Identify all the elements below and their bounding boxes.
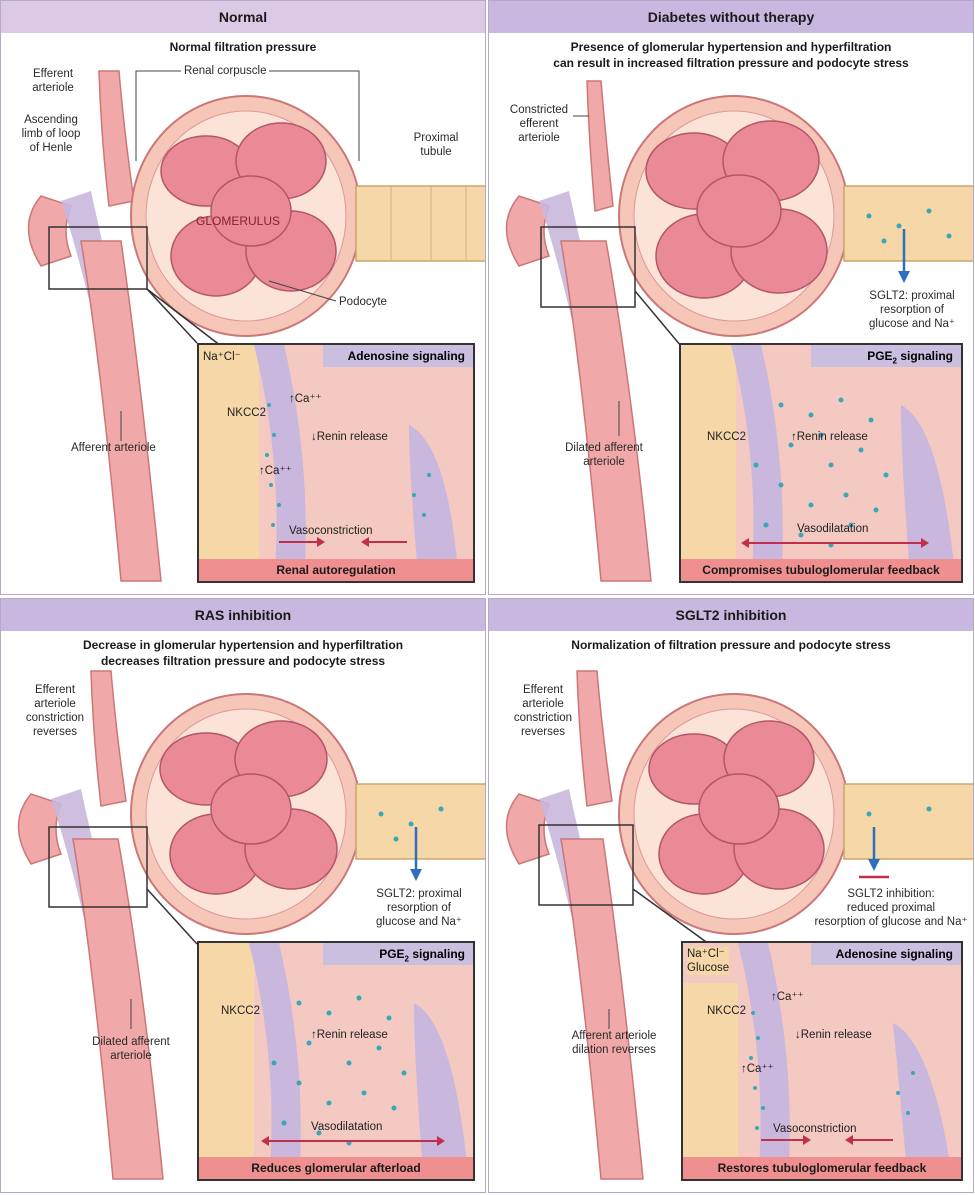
- header-rest: signaling: [408, 947, 465, 961]
- inset-header: PGE2 signaling: [811, 345, 961, 367]
- panel-subtitle: Decrease in glomerular hypertension and …: [1, 637, 485, 669]
- label-afferent: Afferent arteriole dilation reverses: [571, 1030, 657, 1056]
- label-efferent: Efferent arteriole: [32, 68, 74, 94]
- label-vaso: Vasodilatation: [797, 523, 869, 535]
- label-afferent: Dilated afferent arteriole: [565, 442, 643, 468]
- label-glomerulus: GLOMERULUS: [196, 214, 281, 228]
- panel-title: Normal: [1, 1, 485, 33]
- label-efferent: Efferent arteriole constriction reverses: [25, 684, 85, 738]
- kidney-illustration: [505, 80, 973, 582]
- label-calcium-1: ↑Ca⁺⁺: [289, 393, 322, 405]
- label-sglt2: SGLT2: proximal resorption of glucose an…: [376, 888, 462, 928]
- inset-footer: Restores tubuloglomerular feedback: [683, 1157, 961, 1179]
- panel-title: Diabetes without therapy: [489, 1, 973, 33]
- inset-jga: Na⁺Cl⁻ Glucose Adenosine signaling NKCC2…: [681, 941, 963, 1181]
- label-calcium-2: ↑Ca⁺⁺: [259, 465, 292, 477]
- label-afferent: Afferent arteriole: [71, 442, 156, 454]
- label-renal-corpuscle: Renal corpuscle: [181, 64, 270, 78]
- label-vaso: Vasoconstriction: [289, 525, 373, 537]
- header-sub: 2: [892, 356, 897, 366]
- label-nkcc2: NKCC2: [221, 1005, 260, 1017]
- inset-jga: PGE2 signaling NKCC2 ↑Renin release Vaso…: [679, 343, 963, 583]
- label-efferent: Constricted efferent arteriole: [509, 104, 569, 144]
- subtitle-line: Decrease in glomerular hypertension and …: [82, 638, 404, 652]
- panel-title: SGLT2 inhibition: [489, 599, 973, 631]
- kidney-illustration: [17, 670, 485, 1180]
- label-efferent: Efferent arteriole constriction reverses: [513, 684, 573, 738]
- label-vaso: Vasodilatation: [311, 1121, 383, 1133]
- inset-footer: Renal autoregulation: [199, 559, 473, 581]
- subtitle-line: Normal filtration pressure: [169, 40, 317, 54]
- inset-header: Adenosine signaling: [811, 943, 961, 965]
- inset-art: [199, 345, 459, 581]
- inset-header: PGE2 signaling: [323, 943, 473, 965]
- label-sglt2: SGLT2 inhibition: reduced proximal resor…: [814, 888, 968, 928]
- label-nacl-glucose: Na⁺Cl⁻ Glucose: [687, 947, 730, 975]
- inset-footer: Reduces glomerular afterload: [199, 1157, 473, 1179]
- panel-title: RAS inhibition: [1, 599, 485, 631]
- label-renin: ↑Renin release: [311, 1029, 388, 1041]
- label-renin: ↑Renin release: [791, 431, 868, 443]
- kidney-illustration: [27, 70, 485, 582]
- label-ascending-limb: Ascending limb of loop of Henle: [21, 114, 81, 154]
- header-pge: PGE: [867, 349, 893, 363]
- label-proximal-tubule: Proximal tubule: [413, 132, 459, 158]
- panel-sglt2-inhibition: SGLT2 inhibition Normalization of filtra…: [488, 598, 974, 1193]
- header-sub: 2: [404, 954, 409, 964]
- inset-art: [681, 345, 956, 581]
- subtitle-line: can result in increased filtration press…: [553, 56, 909, 70]
- label-calcium-2: ↑Ca⁺⁺: [741, 1063, 774, 1075]
- inset-art: [199, 943, 469, 1179]
- panel-subtitle: Presence of glomerular hypertension and …: [489, 39, 973, 71]
- inset-jga: PGE2 signaling NKCC2 ↑Renin release Vaso…: [197, 941, 475, 1181]
- inset-header: Adenosine signaling: [323, 345, 473, 367]
- subtitle-line: Presence of glomerular hypertension and …: [570, 40, 892, 54]
- label-calcium-1: ↑Ca⁺⁺: [771, 991, 804, 1003]
- label-vaso: Vasoconstriction: [773, 1123, 857, 1135]
- panel-ras-inhibition: RAS inhibition Decrease in glomerular hy…: [0, 598, 486, 1193]
- inset-footer: Compromises tubuloglomerular feedback: [681, 559, 961, 581]
- header-pge: PGE: [379, 947, 405, 961]
- label-nacl: Na⁺Cl⁻: [203, 351, 241, 363]
- label-nkcc2: NKCC2: [707, 431, 746, 443]
- kidney-illustration: [505, 670, 973, 1180]
- inset-jga: Adenosine signaling Na⁺Cl⁻ NKCC2 ↑Ca⁺⁺ ↑…: [197, 343, 475, 583]
- inset-art: [683, 943, 953, 1179]
- panel-normal: Normal Normal filtration pressure: [0, 0, 486, 595]
- label-afferent: Dilated afferent arteriole: [92, 1036, 170, 1062]
- label-nkcc2: NKCC2: [707, 1005, 746, 1017]
- label-renin: ↓Renin release: [311, 431, 388, 443]
- label-renin: ↓Renin release: [795, 1029, 872, 1041]
- panel-subtitle: Normalization of filtration pressure and…: [489, 637, 973, 653]
- label-sglt2: SGLT2: proximal resorption of glucose an…: [869, 290, 955, 330]
- label-podocyte: Podocyte: [339, 296, 387, 308]
- label-nkcc2: NKCC2: [227, 407, 266, 419]
- panel-diabetes: Diabetes without therapy Presence of glo…: [488, 0, 974, 595]
- subtitle-line: decreases filtration pressure and podocy…: [100, 654, 386, 668]
- subtitle-line: Normalization of filtration pressure and…: [571, 638, 891, 652]
- panel-subtitle: Normal filtration pressure: [1, 39, 485, 55]
- header-rest: signaling: [896, 349, 953, 363]
